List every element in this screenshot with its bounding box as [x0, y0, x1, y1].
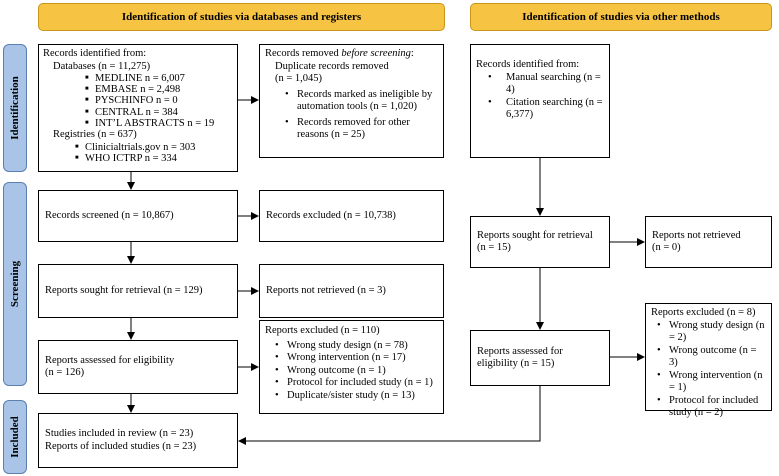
other-methods-list: Manual searching (n = 4) Citation search… [476, 72, 604, 122]
database-item: CENTRAL n = 384 [81, 107, 233, 118]
records-excluded-label: Records excluded (n = 10,738) [266, 209, 396, 221]
header-databases: Identification of studies via databases … [38, 3, 445, 31]
registry-item: WHO ICTRP n = 334 [71, 153, 233, 164]
reports-not-retrieved-box: Reports not retrieved (n = 3) [259, 264, 444, 318]
studies-included-box: Studies included in review (n = 23) Repo… [38, 413, 238, 468]
other-not-retrieved-box: Reports not retrieved (n = 0) [645, 216, 772, 268]
other-method-item: Citation searching (n = 6,377) [486, 97, 604, 122]
registries-total: Registries (n = 637) [53, 129, 137, 141]
duplicates-removed: Duplicate records removed [275, 60, 389, 72]
records-identified-title: Records identified from: [43, 48, 147, 59]
excluded-reason: Wrong intervention (n = 17) [273, 352, 438, 365]
other-reports-sought-label: Reports sought for retrieval [477, 229, 593, 241]
phase-included: Included [3, 400, 27, 474]
other-excluded-reason: Wrong study design (n = 2) [655, 320, 766, 345]
reports-sought-label: Reports sought for retrieval (n = 129) [45, 284, 203, 296]
reports-assessed-box: Reports assessed for eligibility (n = 12… [38, 340, 238, 394]
header-databases-label: Identification of studies via databases … [121, 11, 362, 23]
reports-assessed-count: (n = 126) [45, 367, 85, 378]
other-excluded-reason: Wrong outcome (n = 3) [655, 345, 766, 370]
phase-screening-label: Screening [9, 260, 21, 308]
reports-excluded-list: Wrong study design (n = 78) Wrong interv… [265, 340, 438, 403]
reports-excluded-box: Reports excluded (n = 110) Wrong study d… [259, 320, 444, 414]
phase-included-label: Included [9, 416, 21, 458]
database-item: EMBASE n = 2,498 [81, 84, 233, 95]
records-removed-list: Records marked as ineligible by automati… [265, 89, 438, 142]
other-excluded-reason: Protocol for included study (n = 2) [655, 395, 766, 420]
reports-assessed-label: Reports assessed for eligibility [45, 354, 175, 366]
removed-item: Records removed for other reasons (n = 2… [283, 117, 438, 142]
excluded-reason: Wrong study design (n = 78) [273, 340, 438, 353]
records-screened-label: Records screened (n = 10,867) [45, 209, 174, 221]
other-reports-excluded-title: Reports excluded (n = 8) [651, 307, 756, 318]
reports-not-retrieved-label: Reports not retrieved (n = 3) [266, 284, 386, 296]
removed-item: Records marked as ineligible by automati… [283, 89, 438, 114]
database-item: PYSCHINFO n = 0 [81, 95, 233, 106]
database-item: INT’L ABSTRACTS n = 19 [81, 118, 233, 129]
phase-identification: Identification [3, 44, 27, 172]
header-other-methods: Identification of studies via other meth… [470, 3, 772, 31]
records-removed-box: Records removed before screening: Duplic… [259, 44, 444, 158]
database-list: MEDLINE n = 6,007 EMBASE n = 2,498 PYSCH… [43, 73, 233, 129]
other-excluded-reason: Wrong intervention (n = 1) [655, 370, 766, 395]
other-reports-sought-box: Reports sought for retrieval (n = 15) [470, 216, 610, 268]
other-records-identified-box: Records identified from: Manual searchin… [470, 44, 610, 158]
registry-item: Clinicialtrials.gov n = 303 [71, 142, 233, 153]
databases-total: Databases (n = 11,275) [53, 60, 151, 72]
other-reports-assessed-count: eligibility (n = 15) [477, 358, 555, 369]
other-not-retrieved-label: Reports not retrieved [652, 229, 741, 241]
header-other-label: Identification of studies via other meth… [522, 11, 720, 23]
reports-excluded-title: Reports excluded (n = 110) [265, 325, 380, 336]
other-method-item: Manual searching (n = 4) [486, 72, 604, 97]
database-item: MEDLINE n = 6,007 [81, 73, 233, 84]
other-reports-sought-count: (n = 15) [477, 242, 511, 253]
phase-screening: Screening [3, 182, 27, 386]
other-excluded-list: Wrong study design (n = 2) Wrong outcome… [651, 320, 766, 420]
studies-included-label: Studies included in review (n = 23) [45, 428, 194, 439]
records-identified-box: Records identified from: Databases (n = … [38, 44, 238, 172]
reports-sought-box: Reports sought for retrieval (n = 129) [38, 264, 238, 318]
records-screened-box: Records screened (n = 10,867) [38, 190, 238, 242]
registry-list: Clinicialtrials.gov n = 303 WHO ICTRP n … [43, 142, 233, 165]
phase-identification-label: Identification [9, 76, 21, 140]
excluded-reason: Duplicate/sister study (n = 13) [273, 390, 438, 403]
other-records-identified-title: Records identified from: [476, 59, 580, 70]
duplicates-count: (n = 1,045) [275, 73, 323, 84]
other-not-retrieved-count: (n = 0) [652, 242, 681, 253]
other-reports-excluded-box: Reports excluded (n = 8) Wrong study des… [645, 303, 772, 418]
records-excluded-box: Records excluded (n = 10,738) [259, 190, 444, 242]
reports-included-label: Reports of included studies (n = 23) [45, 440, 197, 452]
excluded-reason: Wrong outcome (n = 1) [273, 365, 438, 378]
other-reports-assessed-label: Reports assessed for [477, 345, 563, 357]
other-reports-assessed-box: Reports assessed for eligibility (n = 15… [470, 330, 610, 386]
excluded-reason: Protocol for included study (n = 1) [273, 377, 438, 390]
records-removed-title: Records removed before screening: [265, 48, 414, 59]
